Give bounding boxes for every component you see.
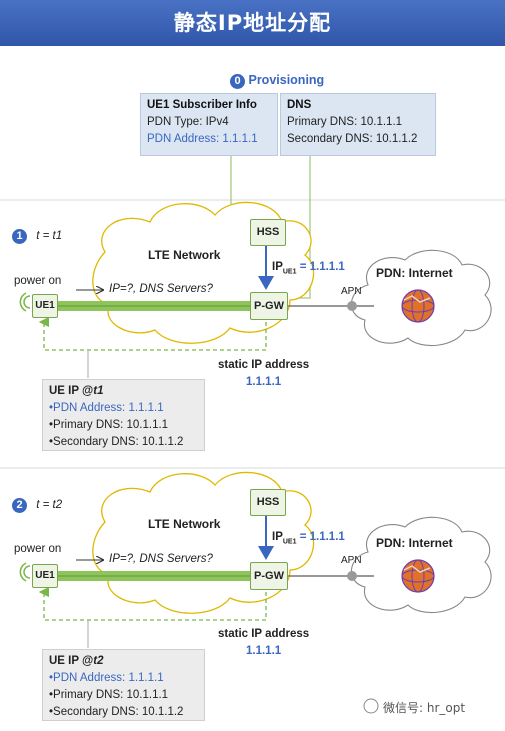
lte-network-label: LTE Network <box>148 248 221 262</box>
scenario-1-header: 1 t = t1 <box>12 229 62 244</box>
secondary-dns: Secondary DNS: 10.1.1.2 <box>287 133 418 145</box>
wechat-icon <box>363 698 379 714</box>
apn-label: APN <box>341 286 362 297</box>
globe-icon <box>401 559 435 593</box>
primary-dns: Primary DNS: 10.1.1.1 <box>287 116 403 128</box>
ue-ip-primary-dns: Primary DNS: 10.1.1.1 <box>49 417 198 434</box>
ue-ip-secondary-dns: Secondary DNS: 10.1.1.2 <box>49 434 198 451</box>
ue-ip-primary-dns: Primary DNS: 10.1.1.1 <box>49 687 198 704</box>
ue-ip-pdn: PDN Address: 1.1.1.1 <box>49 400 198 417</box>
ip-ue-label: IPUE1 = 1.1.1.1 <box>272 261 345 276</box>
response-path <box>38 586 267 621</box>
subscriber-info-heading: UE1 Subscriber Info <box>147 99 257 111</box>
pdn-internet-label: PDN: Internet <box>376 536 453 550</box>
ue-ip-heading: UE IP @t1 <box>49 385 104 397</box>
provisioning-label: Provisioning <box>248 73 325 87</box>
static-ip-label: static IP address <box>218 359 310 371</box>
dns-heading: DNS <box>287 99 312 111</box>
time-label: t = t1 <box>36 230 63 242</box>
pdn-type: PDN Type: IPv4 <box>147 116 229 128</box>
page-title: 静态IP地址分配 <box>173 11 332 35</box>
pgw-node: P-GW <box>250 292 288 320</box>
power-on-label: power on <box>14 275 62 287</box>
static-ip-value: 1.1.1.1 <box>246 376 282 388</box>
step-badge: 0 <box>230 74 245 89</box>
provisioning-header: 0 Provisioning <box>230 73 324 89</box>
globe-icon <box>401 289 435 323</box>
request-label: IP=?, DNS Servers? <box>109 283 213 295</box>
static-ip-value: 1.1.1.1 <box>246 645 282 657</box>
apn-label: APN <box>341 555 362 566</box>
hss-node: HSS <box>250 489 286 516</box>
pdn-address: PDN Address: 1.1.1.1 <box>147 133 258 145</box>
ue-ip-box: UE IP @t1 PDN Address: 1.1.1.1 Primary D… <box>42 379 205 451</box>
step-badge: 1 <box>12 229 27 244</box>
response-path <box>38 316 267 351</box>
dns-info-box: DNS Primary DNS: 10.1.1.1 Secondary DNS:… <box>280 93 436 156</box>
ue-ip-heading: UE IP @t2 <box>49 655 104 667</box>
request-label: IP=?, DNS Servers? <box>109 553 213 565</box>
ue-ip-pdn: PDN Address: 1.1.1.1 <box>49 670 198 687</box>
watermark: 微信号: hr_opt <box>383 701 466 715</box>
subscriber-info-box: UE1 Subscriber Info PDN Type: IPv4 PDN A… <box>140 93 278 156</box>
static-ip-label: static IP address <box>218 628 310 640</box>
ue1-device: UE1 <box>32 564 58 588</box>
apn-node <box>347 571 357 581</box>
power-on-label: power on <box>14 543 62 555</box>
ue-ip-secondary-dns: Secondary DNS: 10.1.1.2 <box>49 704 198 721</box>
pdn-internet-label: PDN: Internet <box>376 266 453 280</box>
step-badge: 2 <box>12 498 27 513</box>
hss-node: HSS <box>250 219 286 246</box>
ue1-device: UE1 <box>32 294 58 318</box>
signal-icon <box>23 565 31 579</box>
lte-network-label: LTE Network <box>148 517 221 531</box>
time-label: t = t2 <box>36 499 63 511</box>
signal-icon <box>23 295 31 309</box>
ue-ip-box: UE IP @t2 PDN Address: 1.1.1.1 Primary D… <box>42 649 205 721</box>
ip-ue-label: IPUE1 = 1.1.1.1 <box>272 531 345 546</box>
title-bar <box>0 0 505 46</box>
pgw-node: P-GW <box>250 562 288 590</box>
scenario-2-header: 2 t = t2 <box>12 498 62 513</box>
apn-node <box>347 301 357 311</box>
